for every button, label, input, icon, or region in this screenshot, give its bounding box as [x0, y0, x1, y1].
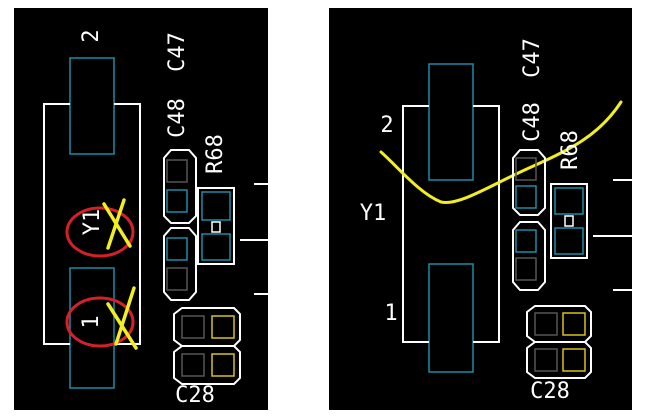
crystal-pad-bottom: [428, 263, 474, 373]
pcb-canvas-after: 2 Y1 1 C47 C48 R68: [360, 38, 632, 404]
c28-footprint: [173, 307, 241, 385]
crystal-outline: [43, 103, 141, 345]
c48-footprint: [163, 149, 197, 224]
c28-label: C28: [530, 379, 570, 404]
crystal-pad-bottom: [69, 267, 115, 389]
red-circle-annotation-y1: [65, 206, 135, 258]
crystal-pad-top: [428, 63, 474, 181]
pcb-view-after: 2 Y1 1 C47 C48 R68: [329, 8, 632, 410]
c48-label: C48: [520, 102, 545, 142]
crystal-pin1-label: 1: [384, 301, 397, 326]
r68-label: R68: [558, 130, 583, 170]
c47-footprint: [163, 227, 197, 301]
c47-label: C47: [165, 32, 190, 72]
c48-footprint: [512, 149, 546, 216]
c47-label: C47: [520, 38, 545, 78]
c28-footprint: [526, 305, 592, 379]
c28-label: C28: [175, 383, 215, 408]
crystal-pin1-label: 1: [79, 315, 104, 328]
pcb-view-before: 2 Y1 1 C47 C48 R68: [14, 8, 268, 410]
crystal-designator-label: Y1: [360, 201, 387, 226]
crystal-designator-label: Y1: [80, 209, 105, 236]
r68-footprint: [550, 183, 588, 259]
crystal-pin2-label: 2: [79, 29, 104, 42]
yellow-cross-annotation-y1: [102, 198, 132, 250]
crystal-pin2-label: 2: [380, 113, 393, 138]
r68-label: R68: [203, 134, 228, 174]
c47-footprint: [512, 221, 546, 291]
r68-footprint: [197, 187, 235, 265]
yellow-stroke-annotation: [379, 100, 623, 205]
yellow-cross-annotation-pin1: [106, 286, 138, 350]
red-circle-annotation-pin1: [65, 296, 135, 348]
pcb-canvas-before: 2 Y1 1 C47 C48 R68: [43, 29, 268, 408]
crystal-pad-top: [69, 57, 115, 155]
crystal-outline: [402, 105, 500, 343]
c48-label: C48: [165, 98, 190, 138]
